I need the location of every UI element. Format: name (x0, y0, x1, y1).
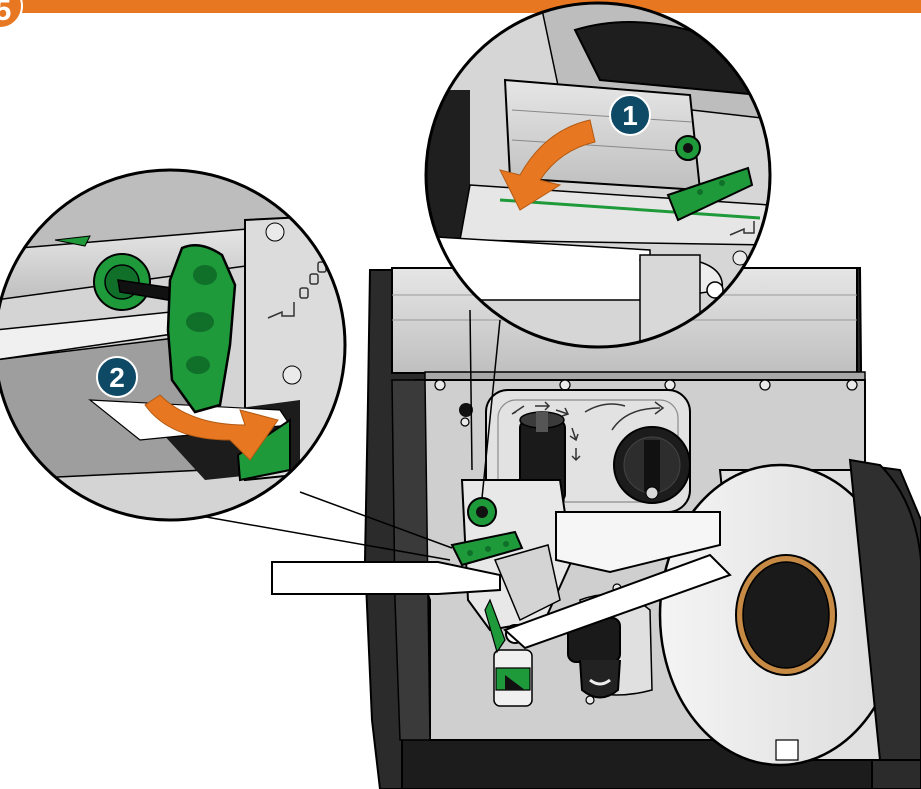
magnifier-1: 1 (424, 1, 772, 349)
magnifier-2: 2 (0, 168, 347, 522)
callout-2-label: 2 (109, 362, 125, 393)
callout-badge-2: 2 (96, 356, 138, 398)
step-header: 5 (0, 0, 921, 29)
rotate-arrow-1 (499, 119, 596, 211)
callout-badge-1: 1 (609, 94, 651, 136)
step-number: 5 (0, 0, 11, 27)
green-knob (93, 253, 173, 311)
media-path-arrow-icons (511, 401, 665, 462)
media-web (271, 511, 732, 650)
arrow-marking-icon (729, 221, 755, 236)
rotate-arrow-2 (144, 394, 279, 461)
head-latch-zoom (666, 166, 754, 222)
callout-1-label: 1 (622, 100, 638, 131)
ribbon-supply-spindle (613, 426, 691, 504)
printer-body (271, 266, 921, 789)
header-bar (0, 0, 921, 13)
step-badge (0, 0, 23, 29)
